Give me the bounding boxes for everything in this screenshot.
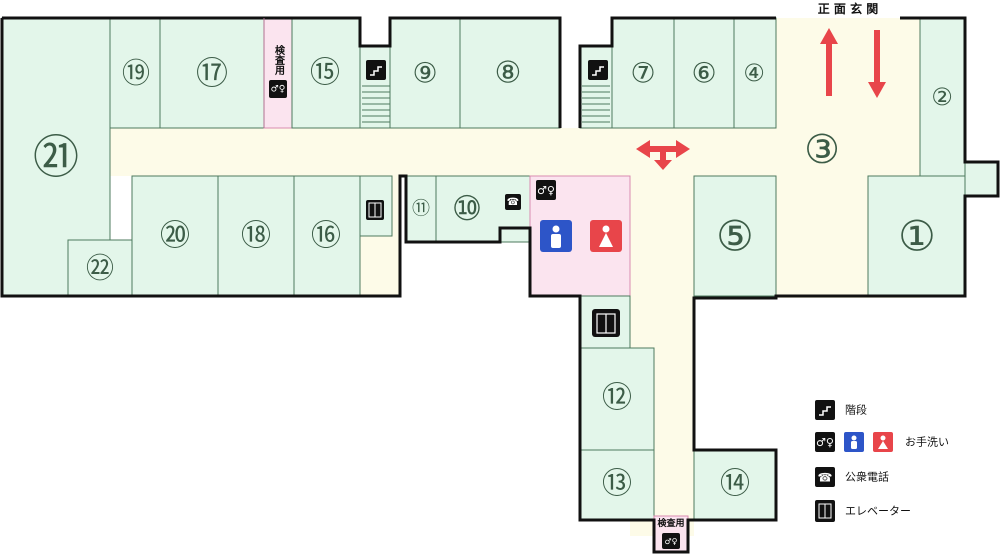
room-11[interactable] bbox=[405, 175, 437, 243]
room-number-12: ⑫ bbox=[602, 381, 632, 416]
female-restroom-icon bbox=[873, 432, 893, 452]
phone-icon: ☎ bbox=[815, 467, 835, 487]
svg-text:☎: ☎ bbox=[818, 471, 833, 485]
legend-stairs-label: 階段 bbox=[845, 403, 867, 417]
phone-icon: ☎ bbox=[505, 194, 521, 210]
restroom-icon: ♂♀ bbox=[269, 80, 287, 98]
entrance-up-arrow bbox=[820, 28, 838, 96]
room-18[interactable] bbox=[217, 175, 295, 297]
stairs-east-steps bbox=[582, 85, 610, 123]
legend-phone-label: 公衆電話 bbox=[845, 470, 889, 484]
stairs-graphics bbox=[362, 85, 610, 123]
svg-text:♂♀: ♂♀ bbox=[664, 537, 677, 546]
room-9[interactable] bbox=[389, 17, 461, 129]
inspection-label-south: 検査用 bbox=[657, 517, 684, 529]
room-number-8: ⑧ bbox=[495, 56, 522, 91]
male-restroom-icon bbox=[540, 220, 572, 252]
room-number-13: ⑬ bbox=[602, 467, 632, 502]
junction-arrows bbox=[636, 140, 690, 170]
room-number-5: ⑤ bbox=[716, 212, 754, 261]
room-1[interactable] bbox=[867, 175, 966, 297]
room-number-14: ⑭ bbox=[720, 467, 750, 502]
room-6[interactable] bbox=[673, 17, 735, 129]
male-restroom-icon bbox=[844, 432, 864, 452]
inspection-label-north: 検査用 bbox=[273, 44, 286, 76]
legend: 階段 ♂♀ お手洗い ☎ 公衆電話 エレベーター bbox=[815, 400, 949, 522]
stairs-west[interactable] bbox=[359, 45, 391, 129]
stairs-icon bbox=[366, 60, 386, 80]
elevator-icon bbox=[366, 200, 384, 220]
room-number-20: ⑳ bbox=[160, 219, 190, 254]
room-number-21: ㉑ bbox=[33, 130, 79, 184]
svg-text:♂♀: ♂♀ bbox=[271, 85, 286, 95]
stairs-west-steps bbox=[362, 85, 390, 123]
elevator-icon bbox=[592, 309, 620, 337]
room-8[interactable] bbox=[459, 17, 561, 129]
room-number-7: ⑦ bbox=[630, 57, 655, 90]
legend-restroom-label: お手洗い bbox=[905, 435, 949, 449]
female-restroom-icon bbox=[590, 220, 622, 252]
room-number-6: ⑥ bbox=[691, 57, 716, 90]
entrance-label: 正 面 玄 関 bbox=[818, 1, 879, 16]
room-22[interactable] bbox=[67, 239, 133, 297]
room-number-1: ① bbox=[898, 212, 936, 261]
room-number-15: ⑮ bbox=[310, 56, 340, 91]
room-number-3: ③ bbox=[804, 127, 840, 173]
room-number-9: ⑨ bbox=[412, 57, 437, 90]
room-number-18: ⑱ bbox=[241, 219, 271, 254]
walls bbox=[0, 16, 1000, 554]
room-number-19: ⑲ bbox=[122, 57, 150, 90]
room-7[interactable] bbox=[611, 17, 675, 129]
stairs-icon bbox=[588, 60, 608, 80]
restroom-icon: ♂♀ bbox=[662, 533, 680, 549]
elevator-icon bbox=[815, 500, 835, 522]
svg-text:♂♀: ♂♀ bbox=[816, 436, 834, 449]
entrance-down-arrow bbox=[868, 30, 886, 98]
legend-elevator-label: エレベーター bbox=[845, 505, 911, 518]
svg-text:♂♀: ♂♀ bbox=[537, 184, 555, 197]
room-14[interactable] bbox=[693, 449, 777, 521]
room-number-10: ⑩ bbox=[452, 189, 482, 229]
svg-text:☎: ☎ bbox=[507, 197, 519, 208]
room-number-2: ② bbox=[931, 83, 953, 111]
room-15[interactable] bbox=[291, 17, 361, 129]
restroom-icon: ♂♀ bbox=[536, 180, 556, 200]
room-number-17: ⑰ bbox=[196, 54, 228, 92]
room-number-16: ⑯ bbox=[311, 219, 341, 254]
restroom-icon: ♂♀ bbox=[815, 432, 835, 452]
room-16[interactable] bbox=[293, 175, 361, 297]
room-number-11: ⑪ bbox=[412, 199, 430, 220]
room-number-4: ④ bbox=[743, 59, 765, 87]
room-4[interactable] bbox=[733, 17, 777, 129]
room-5[interactable] bbox=[693, 175, 777, 297]
stairs-icon bbox=[815, 400, 835, 420]
room-number-22: ㉒ bbox=[86, 252, 114, 285]
entrance-annex bbox=[964, 161, 999, 197]
